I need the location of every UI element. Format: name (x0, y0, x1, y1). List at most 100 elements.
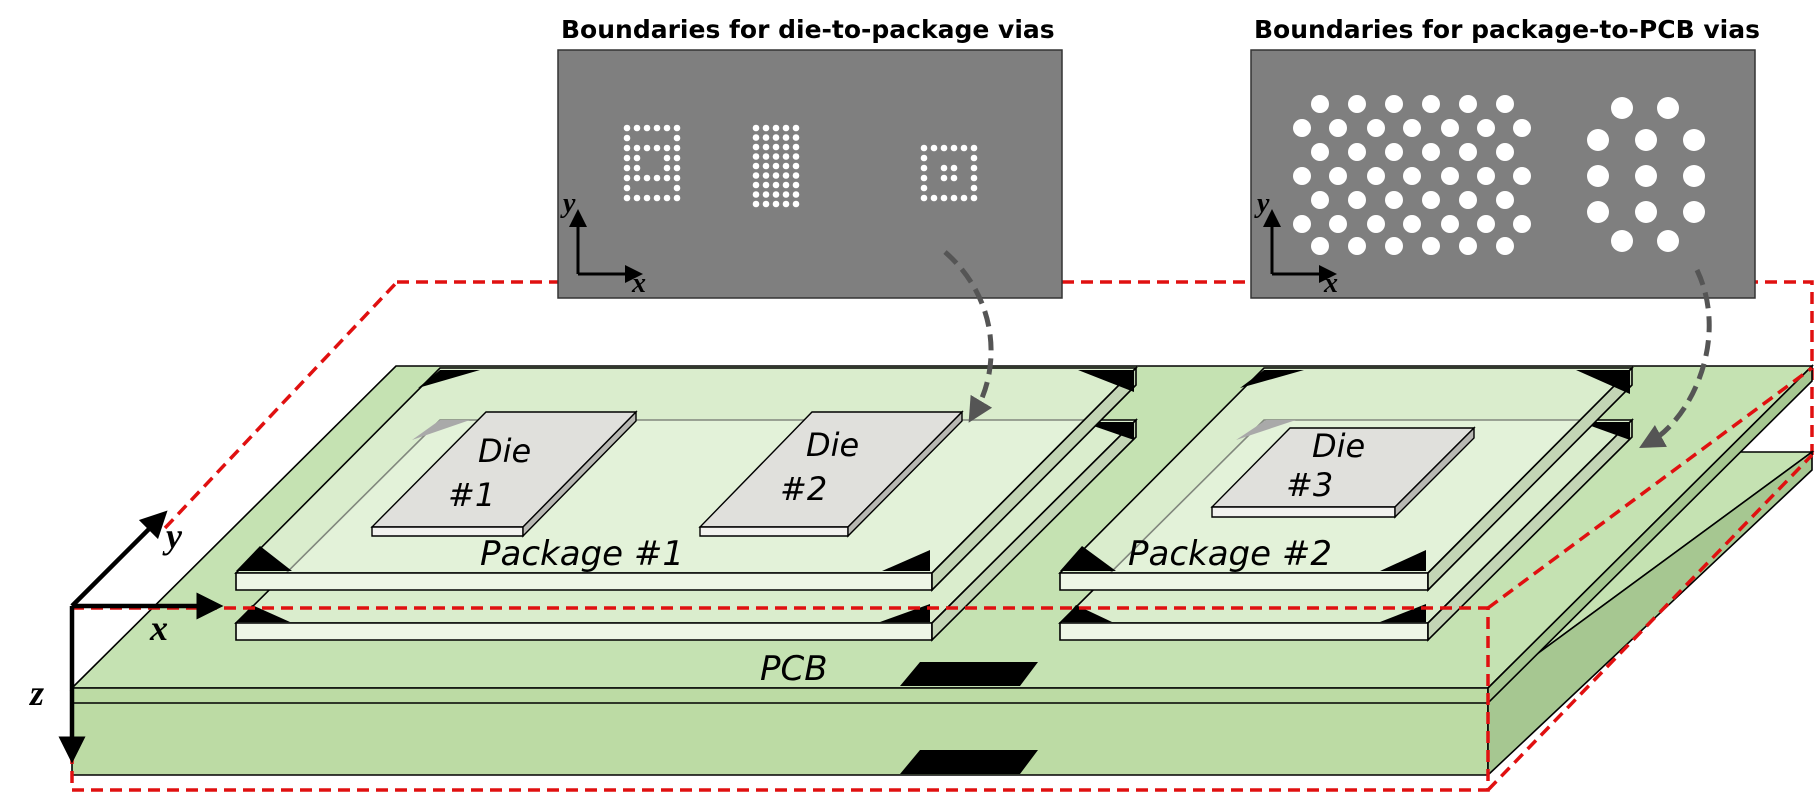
via-dot (1422, 237, 1440, 255)
via-dot (792, 124, 800, 132)
via-dot (1635, 201, 1657, 223)
via-dot (762, 200, 770, 208)
via-dot (782, 124, 790, 132)
via-dot (1329, 167, 1347, 185)
via-dot (772, 153, 780, 160)
via-dot (762, 191, 770, 198)
package-via-patterns (1293, 95, 1705, 255)
die-3-line1: Die (1312, 427, 1365, 465)
inset-2-x-label: x (1323, 268, 1338, 299)
via-dot (782, 200, 790, 208)
die-1: Die #1 (370, 410, 638, 538)
via-dot (950, 194, 958, 202)
via-dot (1587, 201, 1609, 223)
die-1-line2: #1 (448, 476, 495, 514)
via-dot (792, 181, 800, 189)
via-dot (623, 134, 631, 142)
via-dot (633, 124, 641, 132)
via-dot (1683, 165, 1705, 187)
via-dot (623, 194, 631, 202)
die-2: Die #2 (698, 410, 964, 538)
via-dot (1311, 95, 1329, 113)
via-dot (792, 200, 800, 208)
via-dot (673, 184, 681, 192)
via-dot (1477, 215, 1495, 233)
via-dot (970, 174, 978, 182)
die-2-line2: #2 (780, 470, 827, 508)
via-dot (920, 144, 928, 152)
via-dot (752, 134, 760, 141)
via-dot (1293, 215, 1311, 233)
via-dot (1441, 167, 1459, 185)
inset-1-y-label: y (560, 188, 576, 219)
via-dot (663, 124, 671, 132)
via-dot (1385, 143, 1403, 161)
via-dot (1513, 119, 1531, 137)
via-dot (1293, 167, 1311, 185)
via-dot (1587, 129, 1609, 151)
via-dot (792, 143, 800, 151)
via-dot (1496, 191, 1514, 209)
via-dot (1403, 119, 1421, 137)
via-dot (1477, 119, 1495, 137)
via-dot (1496, 237, 1514, 255)
via-dot (920, 164, 928, 172)
inset-package-to-pcb: Boundaries for package-to-PCB vias y x (1250, 15, 1760, 299)
axis-x-label: x (149, 608, 168, 648)
via-dot (653, 194, 661, 202)
via-dot (663, 194, 671, 202)
via-dot (782, 153, 790, 160)
via-dot (1385, 191, 1403, 209)
via-dot (1459, 191, 1477, 209)
via-dot (1422, 95, 1440, 113)
via-dot (920, 154, 928, 162)
via-dot (762, 162, 770, 170)
via-dot (1459, 237, 1477, 255)
inset-die-to-package-title: Boundaries for die-to-package vias (561, 15, 1055, 44)
via-dot (1385, 237, 1403, 255)
via-dot (970, 164, 978, 172)
via-dot (960, 144, 968, 152)
via-dot (663, 164, 671, 172)
via-dot (1329, 215, 1347, 233)
via-dot (752, 172, 760, 179)
via-dot (1657, 97, 1679, 119)
package-2-label: Package #2 (1128, 534, 1332, 574)
via-dot (782, 162, 790, 170)
via-dot (1293, 119, 1311, 137)
via-dot (643, 124, 651, 132)
via-dot (752, 124, 760, 132)
via-dot (782, 172, 790, 179)
via-dot (762, 153, 770, 160)
via-dot (623, 174, 631, 182)
via-dot (920, 174, 928, 182)
via-dot (623, 144, 631, 152)
via-dot (772, 172, 780, 179)
via-dot (1329, 119, 1347, 137)
via-dot (970, 184, 978, 192)
via-dot (623, 154, 631, 162)
via-dot (673, 124, 681, 132)
via-dot (653, 144, 661, 152)
via-dot (673, 144, 681, 152)
inset-package-to-pcb-title: Boundaries for package-to-PCB vias (1254, 15, 1760, 44)
via-dot (1422, 143, 1440, 161)
via-dot (673, 134, 681, 142)
axes-3d: x y z (28, 510, 224, 764)
via-dot (762, 124, 770, 132)
via-dot (1683, 201, 1705, 223)
die-3-line2: #3 (1286, 466, 1333, 504)
via-dot (1348, 237, 1366, 255)
inset-1-x-label: x (631, 268, 646, 299)
boundary-box-front (70, 366, 1814, 792)
via-dot (1403, 215, 1421, 233)
die-3: Die #3 (1210, 426, 1476, 519)
via-dot (762, 134, 770, 141)
boundary-box-back (163, 280, 1814, 530)
arrow-die-to-package (943, 250, 994, 423)
axis-y-label: y (162, 516, 183, 556)
via-dot (772, 124, 780, 132)
via-dot (1441, 215, 1459, 233)
via-dot (1635, 165, 1657, 187)
